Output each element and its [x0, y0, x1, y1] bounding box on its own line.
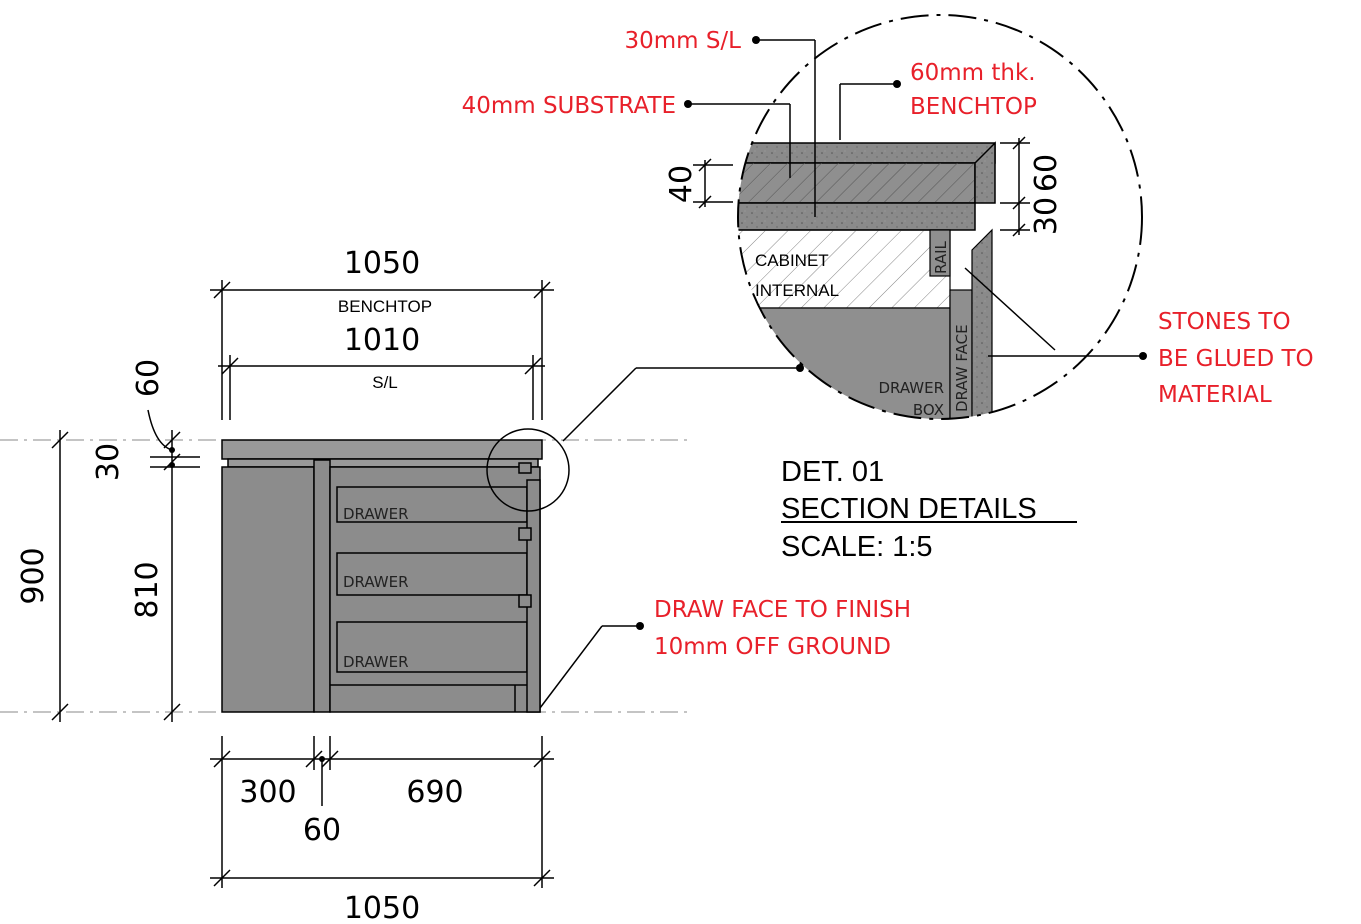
callout-finish-1: DRAW FACE TO FINISH — [654, 597, 911, 623]
bottom-dimensions: 300 60 690 1050 — [210, 736, 554, 924]
cabinet-internal — [738, 229, 951, 309]
dim-cabinet-height: 810 — [130, 561, 165, 618]
title-block: DET. 01 SECTION DETAILS SCALE: 1:5 — [781, 456, 1077, 563]
benchtop — [221, 439, 543, 460]
divider-panel — [313, 459, 331, 713]
callout-finish-2: 10mm OFF GROUND — [654, 634, 891, 660]
detail-dim-40: 40 — [664, 165, 699, 203]
dim-benchtop-thk: 60 — [131, 359, 166, 397]
detail-drawer-box-1: DRAWER — [878, 379, 944, 397]
detail-dim-60: 60 — [1029, 154, 1064, 192]
finish-callout: DRAW FACE TO FINISH 10mm OFF GROUND — [539, 597, 911, 709]
dim-total-height: 900 — [16, 547, 51, 604]
dim-overall-width: 1050 — [344, 891, 420, 924]
dim-divider: 60 — [303, 813, 341, 848]
sl-layer — [738, 202, 976, 231]
drawer-label-1: DRAWER — [343, 505, 409, 523]
section-detail: CABINET INTERNAL RAIL DRAW FACE DRAWER B… — [664, 14, 1147, 420]
left-dimensions: 900 60 30 810 — [16, 359, 200, 722]
dim-sl-thk: 30 — [91, 443, 126, 481]
shadow-line — [227, 458, 539, 468]
drawer-label-2: DRAWER — [343, 573, 409, 591]
callout-benchtop-1: 60mm thk. — [910, 60, 1036, 86]
dim-sl-width: 1010 — [344, 323, 420, 358]
rail — [929, 229, 951, 277]
benchtop-layer — [744, 142, 996, 164]
dim-benchtop-width: 1050 — [344, 246, 420, 281]
dim-right-section: 690 — [406, 775, 463, 810]
detail-drawer-box-2: BOX — [913, 401, 944, 419]
detail-rail: RAIL — [932, 241, 950, 274]
callout-sl: 30mm S/L — [624, 28, 741, 54]
cabinet-elevation: DRAWER DRAWER DRAWER — [221, 367, 800, 713]
drawer-label-3: DRAWER — [343, 653, 409, 671]
detail-cabinet-internal-2: INTERNAL — [755, 281, 839, 300]
detail-draw-face: DRAW FACE — [953, 324, 971, 412]
top-dimensions: 1050 BENCHTOP 1010 S/L — [210, 246, 554, 420]
left-panel — [221, 466, 315, 713]
title-scale: SCALE: 1:5 — [781, 531, 933, 563]
drawer-front-1 — [336, 486, 528, 523]
title-det: DET. 01 — [781, 456, 884, 488]
detail-dim-30: 30 — [1029, 197, 1064, 235]
detail-marker-circle — [486, 428, 570, 512]
stone-cladding — [971, 228, 993, 419]
drawer-front-2 — [336, 552, 528, 596]
detail-cabinet-internal-1: CABINET — [755, 251, 829, 270]
callout-stones-3: MATERIAL — [1158, 382, 1272, 408]
dim-benchtop-label: BENCHTOP — [338, 297, 432, 316]
callout-stones-2: BE GLUED TO — [1158, 346, 1314, 372]
callout-benchtop-2: BENCHTOP — [910, 94, 1037, 120]
title-section: SECTION DETAILS — [781, 493, 1037, 525]
dim-left-section: 300 — [239, 775, 296, 810]
dim-sl-label: S/L — [372, 373, 398, 392]
callout-stones-1: STONES TO — [1158, 309, 1291, 335]
drawer-front-3 — [336, 621, 528, 673]
callout-substrate: 40mm SUBSTRATE — [462, 93, 676, 119]
